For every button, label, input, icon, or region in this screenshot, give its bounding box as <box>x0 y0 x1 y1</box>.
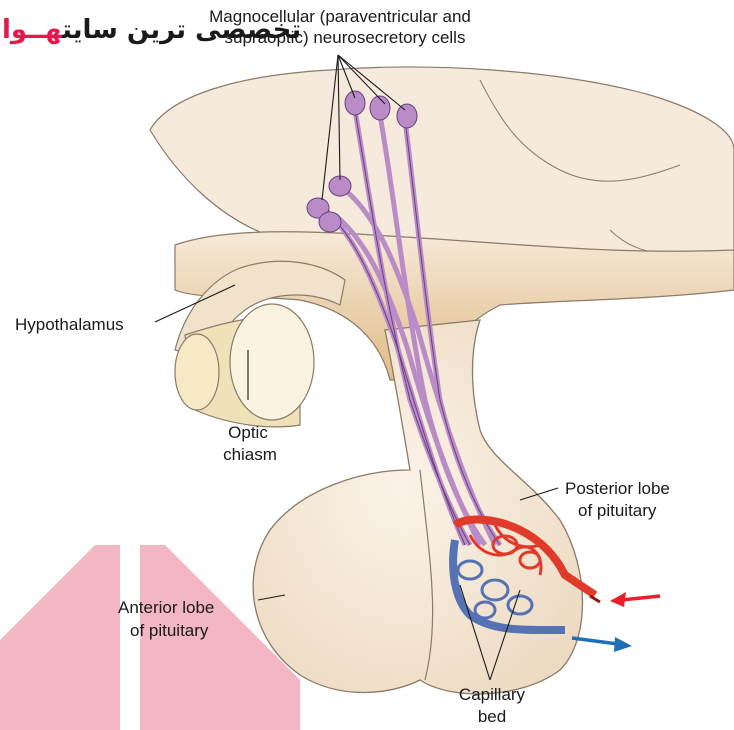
capillary-bed-label-line1: Capillary <box>459 685 526 704</box>
neurosecretory-label-line2: supraoptic) neurosecretory cells <box>225 28 466 47</box>
optic-chiasm-label-line2: chiasm <box>223 445 277 464</box>
anterior-lobe-label-line1: Anterior lobe <box>118 598 214 617</box>
arterial-inflow-arrow <box>610 592 660 607</box>
anterior-lobe-label-line2: of pituitary <box>130 621 209 640</box>
venous-outflow-arrow <box>572 637 632 652</box>
optic-chiasm-label-line1: Optic <box>228 423 268 442</box>
posterior-lobe-label-line2: of pituitary <box>578 501 657 520</box>
posterior-lobe-label-line1: Posterior lobe <box>565 479 670 498</box>
neurosecretory-label-line1: Magnocellular (paraventricular and <box>209 7 471 26</box>
hypothalamus-label: Hypothalamus <box>15 315 124 334</box>
capillary-bed-label-line2: bed <box>478 707 506 726</box>
